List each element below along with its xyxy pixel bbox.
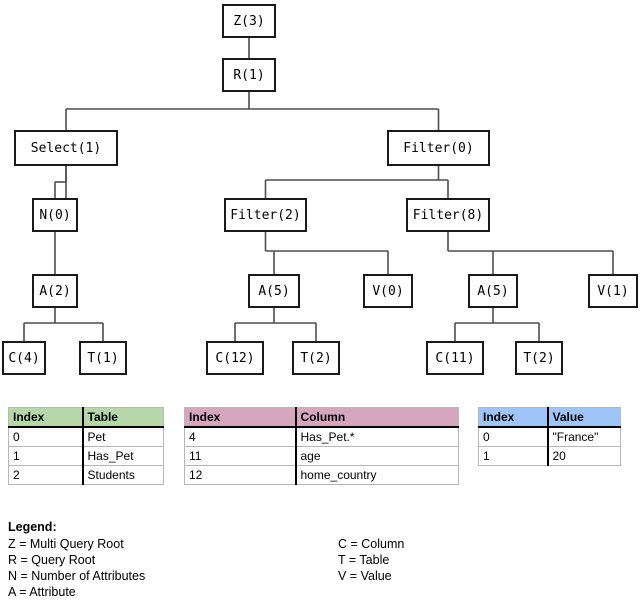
column-header-index: Index bbox=[8, 407, 83, 428]
legend-column-left: Z = Multi Query Root R = Query Root N = Nu… bbox=[8, 536, 145, 600]
table-cell: 1 bbox=[8, 446, 83, 466]
table-cell: "France" bbox=[546, 426, 621, 447]
tree-node-a5right[interactable]: A(5) bbox=[468, 274, 518, 308]
legend-entry: A = Attribute bbox=[8, 585, 76, 599]
table-cell: Pet bbox=[81, 426, 164, 447]
tree-node-v1[interactable]: V(1) bbox=[588, 274, 638, 308]
column-header-value: Value bbox=[546, 407, 621, 428]
legend-entry: T = Table bbox=[338, 553, 390, 567]
tree-node-c12[interactable]: C(12) bbox=[206, 341, 264, 375]
tree-node-t2right[interactable]: T(2) bbox=[515, 341, 563, 375]
tree-node-filter0[interactable]: Filter(0) bbox=[387, 130, 490, 166]
table-row: 0"France" bbox=[478, 426, 621, 447]
column-header-index: Index bbox=[184, 407, 296, 428]
legend-entry: V = Value bbox=[338, 569, 392, 583]
legend: Legend: Z = Multi Query Root R = Query Ro… bbox=[8, 519, 632, 599]
table-cell: 0 bbox=[478, 426, 548, 447]
table-cell: 0 bbox=[8, 426, 83, 447]
legend-entry: N = Number of Attributes bbox=[8, 569, 146, 583]
column-header-table: Table bbox=[81, 407, 164, 428]
tree-node-a5left[interactable]: A(5) bbox=[248, 274, 300, 308]
legend-entry: R = Query Root bbox=[8, 553, 96, 567]
table-cell: 12 bbox=[184, 465, 296, 485]
table-cell: 4 bbox=[184, 426, 296, 447]
table-cell: Has_Pet bbox=[81, 446, 164, 466]
query-tree-diagram: Z(3) R(1) Select(1) Filter(0) N(0) Filter(2) F… bbox=[2, 4, 638, 375]
tree-node-a2[interactable]: A(2) bbox=[32, 274, 78, 308]
table-cell: Students bbox=[81, 465, 164, 485]
tree-node-v0[interactable]: V(0) bbox=[363, 274, 413, 308]
column-header-column: Column bbox=[294, 407, 459, 428]
table-cell: age bbox=[294, 446, 459, 466]
tree-node-select1[interactable]: Select(1) bbox=[14, 130, 118, 166]
table-cell: home_country bbox=[294, 465, 459, 485]
legend-column-right: C = Column T = Table V = Value bbox=[338, 536, 404, 584]
table-cell: 20 bbox=[546, 446, 621, 466]
tree-node-filter8[interactable]: Filter(8) bbox=[406, 198, 490, 232]
tree-node-c4[interactable]: C(4) bbox=[2, 341, 46, 375]
legend-entry: Z = Multi Query Root bbox=[8, 537, 124, 551]
legend-entry: C = Column bbox=[338, 537, 405, 551]
tree-node-z3[interactable]: Z(3) bbox=[222, 4, 276, 38]
legend-title: Legend: bbox=[8, 520, 57, 534]
tree-node-r1[interactable]: R(1) bbox=[222, 58, 276, 92]
tree-edges-layer bbox=[23, 38, 614, 341]
tree-node-filter2[interactable]: Filter(2) bbox=[224, 198, 307, 232]
tree-node-t2left[interactable]: T(2) bbox=[292, 341, 340, 375]
table-cell: Has_Pet.* bbox=[294, 426, 459, 447]
column-header-index: Index bbox=[478, 407, 548, 428]
table-cell: 11 bbox=[184, 446, 296, 466]
table-cell: 1 bbox=[478, 446, 548, 466]
tree-node-c11[interactable]: C(11) bbox=[426, 341, 484, 375]
tree-node-n0[interactable]: N(0) bbox=[32, 198, 78, 232]
table-cell: 2 bbox=[8, 465, 83, 485]
tree-node-t1[interactable]: T(1) bbox=[79, 341, 127, 375]
